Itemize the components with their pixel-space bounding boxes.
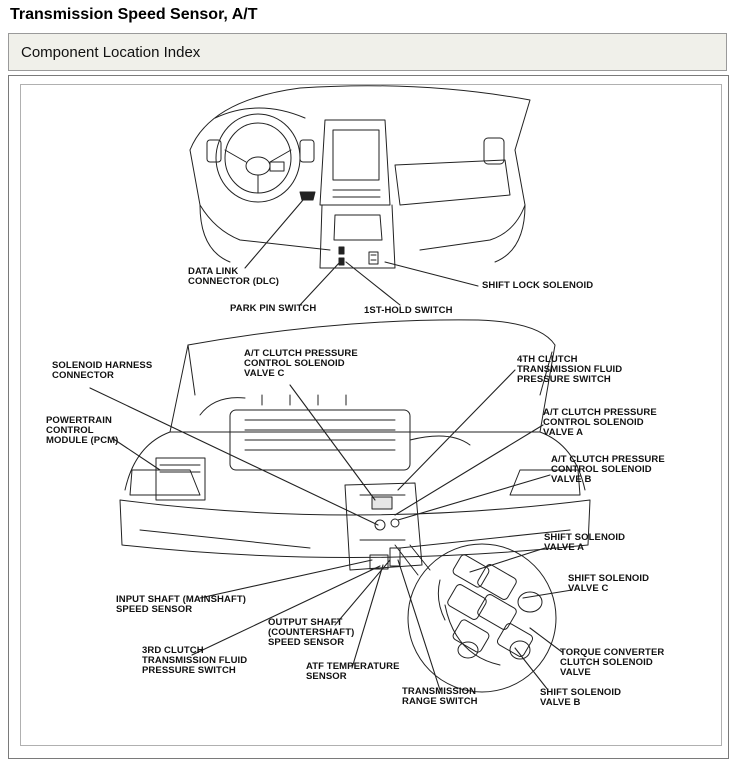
label-atf-temperature-sensor: ATF TEMPERATURE SENSOR [306,661,400,682]
solenoid-detail-illustration [394,543,557,693]
label-output-shaft-speed-sensor: OUTPUT SHAFT (COUNTERSHAFT) SPEED SENSOR [268,617,355,648]
label-1st-hold-switch: 1ST-HOLD SWITCH [364,305,453,316]
label-torque-converter-clutch-valve: TORQUE CONVERTER CLUTCH SOLENOID VALVE [560,647,665,678]
label-shift-solenoid-valve-a: SHIFT SOLENOID VALVE A [544,532,626,553]
diagram-inner-border [20,84,722,746]
label-clutch-pressure-valve-a: A/T CLUTCH PRESSURE CONTROL SOLENOID VAL… [543,407,657,438]
label-solenoid-harness-connector: SOLENOID HARNESS CONNECTOR [52,360,153,381]
label-powertrain-control-module: POWERTRAIN CONTROL MODULE (PCM) [46,415,119,446]
label-data-link-connector: DATA LINK CONNECTOR (DLC) [188,266,280,287]
dashboard-illustration [189,85,531,269]
label-shift-solenoid-valve-b: SHIFT SOLENOID VALVE B [540,687,622,708]
section-header: Component Location Index [8,33,727,71]
label-shift-solenoid-valve-c: SHIFT SOLENOID VALVE C [568,573,650,594]
page-title: Transmission Speed Sensor, A/T [10,6,258,23]
label-shift-lock-solenoid: SHIFT LOCK SOLENOID [482,280,594,291]
engine-bay-illustration [119,319,591,571]
label-transmission-range-switch: TRANSMISSION RANGE SWITCH [402,686,478,707]
label-3rd-clutch-pressure-switch: 3RD CLUTCH TRANSMISSION FLUID PRESSURE S… [142,645,248,676]
section-title: Component Location Index [21,44,201,61]
dashboard-leader-lines [244,199,479,306]
label-clutch-pressure-valve-c: A/T CLUTCH PRESSURE CONTROL SOLENOID VAL… [244,348,358,379]
engine-leader-lines [89,369,573,691]
label-park-pin-switch: PARK PIN SWITCH [230,303,317,314]
label-input-shaft-speed-sensor: INPUT SHAFT (MAINSHAFT) SPEED SENSOR [116,594,247,615]
label-clutch-pressure-valve-b: A/T CLUTCH PRESSURE CONTROL SOLENOID VAL… [551,454,665,485]
label-4th-clutch-pressure-switch: 4TH CLUTCH TRANSMISSION FLUID PRESSURE S… [517,354,623,385]
